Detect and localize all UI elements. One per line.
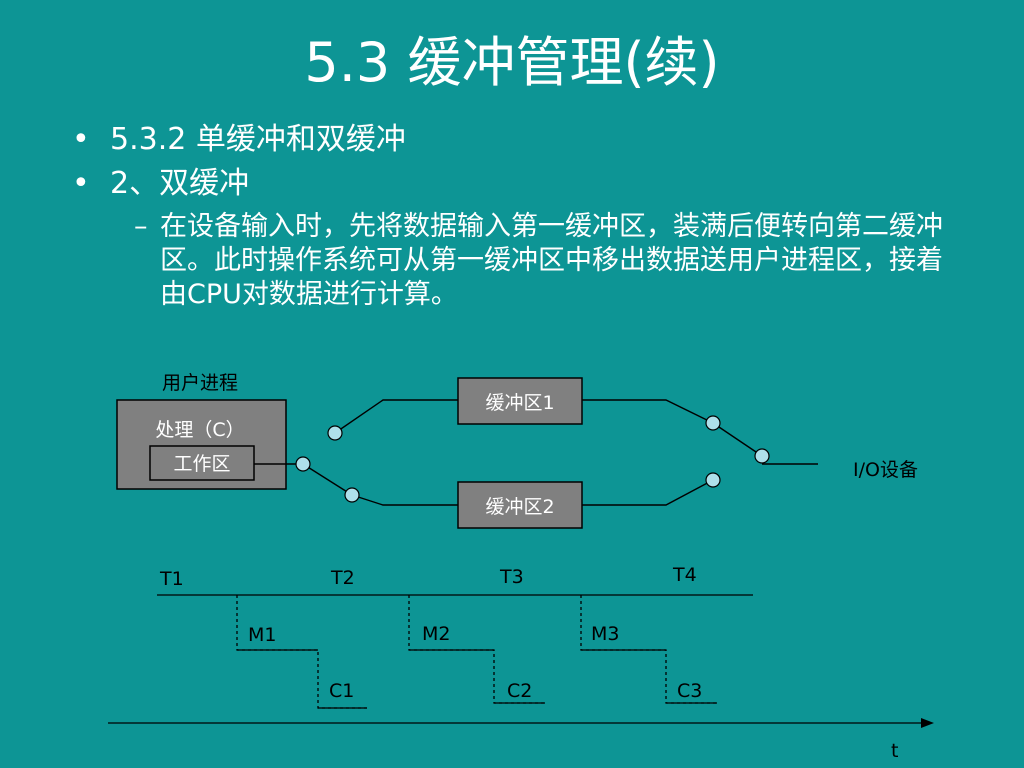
time-label: T3 <box>499 566 524 588</box>
wire <box>351 494 458 506</box>
slide-title: 5.3 缓冲管理(续) <box>304 31 720 94</box>
switch-arm <box>302 463 353 496</box>
buffer-2-box <box>457 481 583 529</box>
timeline-lines <box>108 594 925 724</box>
compute-label: C2 <box>507 680 532 702</box>
switch-node <box>344 487 360 503</box>
bullet-dot-icon: • <box>72 166 90 201</box>
io-device-label: I/O设备 <box>853 459 918 481</box>
axis-arrow-icon <box>921 718 934 728</box>
move-label: M1 <box>248 624 276 646</box>
process-label: 处理（C） <box>155 419 244 441</box>
bullet-dot-icon: • <box>72 122 90 157</box>
buffer-1-box <box>457 377 583 425</box>
time-label: T1 <box>159 568 184 590</box>
bullet-item: • 5.3.2 单缓冲和双缓冲 <box>72 118 972 162</box>
dash-icon: – <box>134 211 148 242</box>
switch-node <box>705 472 721 488</box>
wire <box>334 399 458 434</box>
time-axis-label: t <box>891 740 898 762</box>
switch-arm <box>712 422 763 457</box>
time-label: T4 <box>672 564 697 586</box>
sub-bullet-item: – 在设备输入时，先将数据输入第一缓冲区，装满后便转向第二缓冲区。此时操作系统可… <box>134 210 968 312</box>
buffer-1-label: 缓冲区1 <box>485 392 554 414</box>
wire <box>582 399 714 424</box>
switch-node <box>705 415 721 431</box>
bullet-list: • 5.3.2 单缓冲和双缓冲 • 2、双缓冲 – 在设备输入时，先将数据输入第… <box>72 118 972 312</box>
user-process-label: 用户进程 <box>162 372 238 394</box>
switch-node <box>295 456 311 472</box>
compute-label: C1 <box>329 680 354 702</box>
switch-node <box>754 448 770 464</box>
move-label: M3 <box>591 623 619 645</box>
bullet-text: 5.3.2 单缓冲和双缓冲 <box>110 122 406 157</box>
switch-node <box>327 425 343 441</box>
buffer-2-label: 缓冲区2 <box>485 496 554 518</box>
work-area-label: 工作区 <box>173 453 230 475</box>
bullet-item: • 2、双缓冲 <box>72 162 972 206</box>
work-area-box <box>149 445 255 481</box>
sub-bullet-text: 在设备输入时，先将数据输入第一缓冲区，装满后便转向第二缓冲区。此时操作系统可从第… <box>160 211 943 310</box>
wires <box>254 399 818 506</box>
bullet-text: 2、双缓冲 <box>110 166 250 201</box>
move-label: M2 <box>422 623 450 645</box>
time-label: T2 <box>330 567 355 589</box>
wire <box>582 479 714 506</box>
compute-label: C3 <box>677 680 702 702</box>
